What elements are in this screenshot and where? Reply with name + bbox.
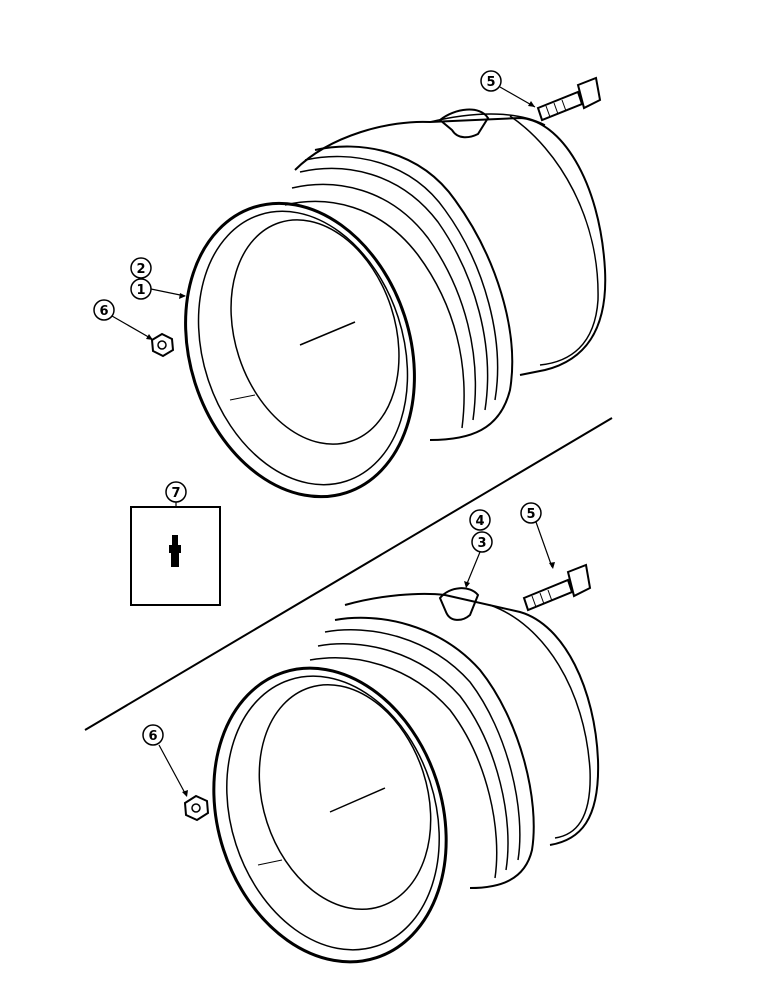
svg-text:6: 6 — [148, 729, 157, 744]
callout-5-bottom: 5 — [520, 502, 555, 569]
callout-3-bottom: 3 — [464, 531, 493, 588]
svg-text:3: 3 — [477, 536, 486, 551]
hex-nut-icon-lower — [183, 794, 210, 822]
callout-1-top: 1 — [130, 278, 186, 300]
wheel-rim-lower — [212, 587, 600, 964]
svg-text:1: 1 — [136, 283, 145, 298]
t-bolt-icon-upper — [536, 76, 602, 122]
svg-text:5: 5 — [526, 507, 535, 522]
wheel-rim-upper — [184, 108, 607, 499]
svg-text:5: 5 — [486, 75, 495, 90]
callout-2-top: 2 — [130, 257, 152, 279]
valve-box — [130, 506, 221, 606]
callout-6-top: 6 — [93, 299, 153, 340]
svg-text:6: 6 — [99, 304, 108, 319]
callout-5-top: 5 — [480, 70, 536, 108]
callout-7: 7 — [165, 481, 187, 507]
svg-text:4: 4 — [475, 514, 484, 529]
callout-6-bottom: 6 — [142, 724, 188, 797]
valve-stem-icon — [169, 535, 181, 567]
svg-text:2: 2 — [136, 262, 145, 277]
svg-text:7: 7 — [171, 486, 180, 501]
callout-4-bottom: 4 — [469, 509, 491, 531]
hex-nut-icon-upper — [150, 332, 175, 358]
t-bolt-icon-lower — [522, 563, 592, 612]
divider-line — [84, 417, 613, 731]
